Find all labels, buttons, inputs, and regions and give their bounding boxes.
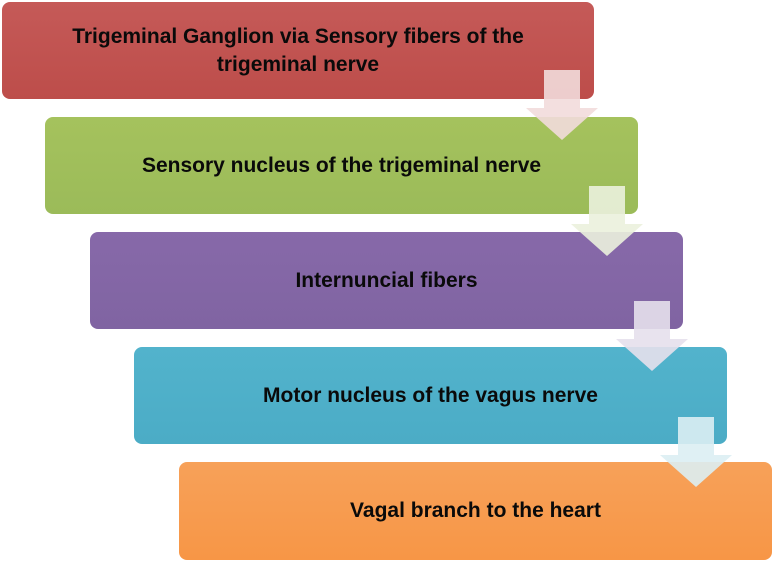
flow-step-label: Motor nucleus of the vagus nerve [263, 383, 598, 407]
flow-step-motor-nucleus-vagus: Motor nucleus of the vagus nerve [134, 347, 727, 444]
flow-step-vagal-branch-heart: Vagal branch to the heart [179, 462, 772, 560]
flow-step-internuncial-fibers: Internuncial fibers [90, 232, 683, 329]
flow-step-label: Vagal branch to the heart [350, 499, 601, 523]
down-arrow-icon [616, 301, 688, 371]
flow-step-trigeminal-ganglion: Trigeminal Ganglion via Sensory fibers o… [2, 2, 594, 99]
down-arrow-icon [660, 417, 732, 487]
down-arrow-icon [571, 186, 643, 256]
down-arrow-icon [526, 70, 598, 140]
flow-step-label: Internuncial fibers [295, 268, 478, 292]
flow-step-label: Trigeminal Ganglion via Sensory fibers o… [72, 25, 524, 76]
flow-step-label: Sensory nucleus of the trigeminal nerve [141, 153, 542, 177]
flow-step-sensory-nucleus: Sensory nucleus of the trigeminal nerve [45, 117, 638, 214]
